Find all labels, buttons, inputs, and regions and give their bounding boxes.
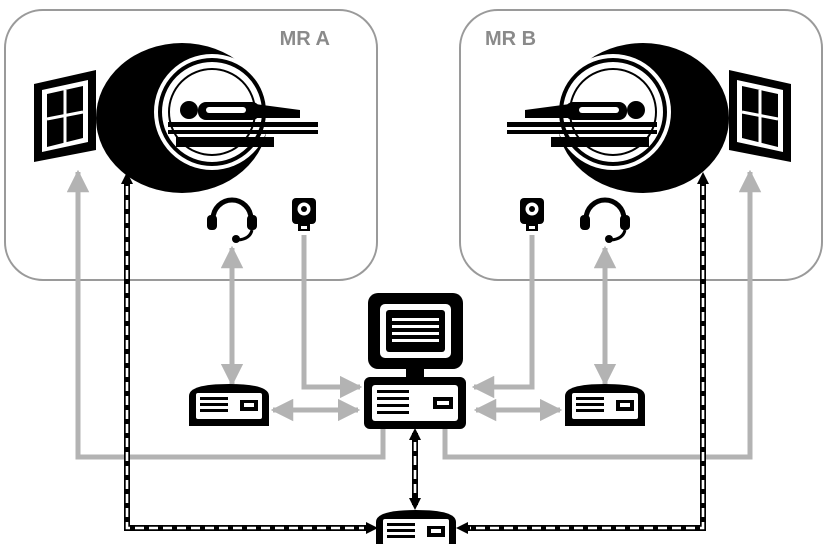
headset-icon — [580, 200, 630, 243]
mri-scanner-icon — [96, 43, 318, 193]
window-icon — [34, 70, 96, 162]
workstation-icon — [364, 293, 466, 429]
arrowhead-unit-down — [409, 498, 421, 510]
control-unit-icon — [189, 384, 269, 426]
headset-icon — [207, 200, 257, 243]
control-unit-icon — [376, 510, 456, 544]
room-label-mr-b: MR B — [485, 28, 536, 50]
link-camera-a-workstation — [304, 235, 360, 387]
camera-icon — [292, 198, 316, 231]
mri-scanner-icon — [507, 43, 729, 193]
room-label-mr-a: MR A — [280, 28, 330, 50]
camera-icon — [520, 198, 544, 231]
arrowhead-workstation-up — [409, 428, 421, 440]
window-icon — [729, 70, 791, 162]
link-camera-b-workstation — [474, 235, 532, 387]
control-unit-icon — [565, 384, 645, 426]
arrowhead-unit-right — [456, 522, 468, 534]
